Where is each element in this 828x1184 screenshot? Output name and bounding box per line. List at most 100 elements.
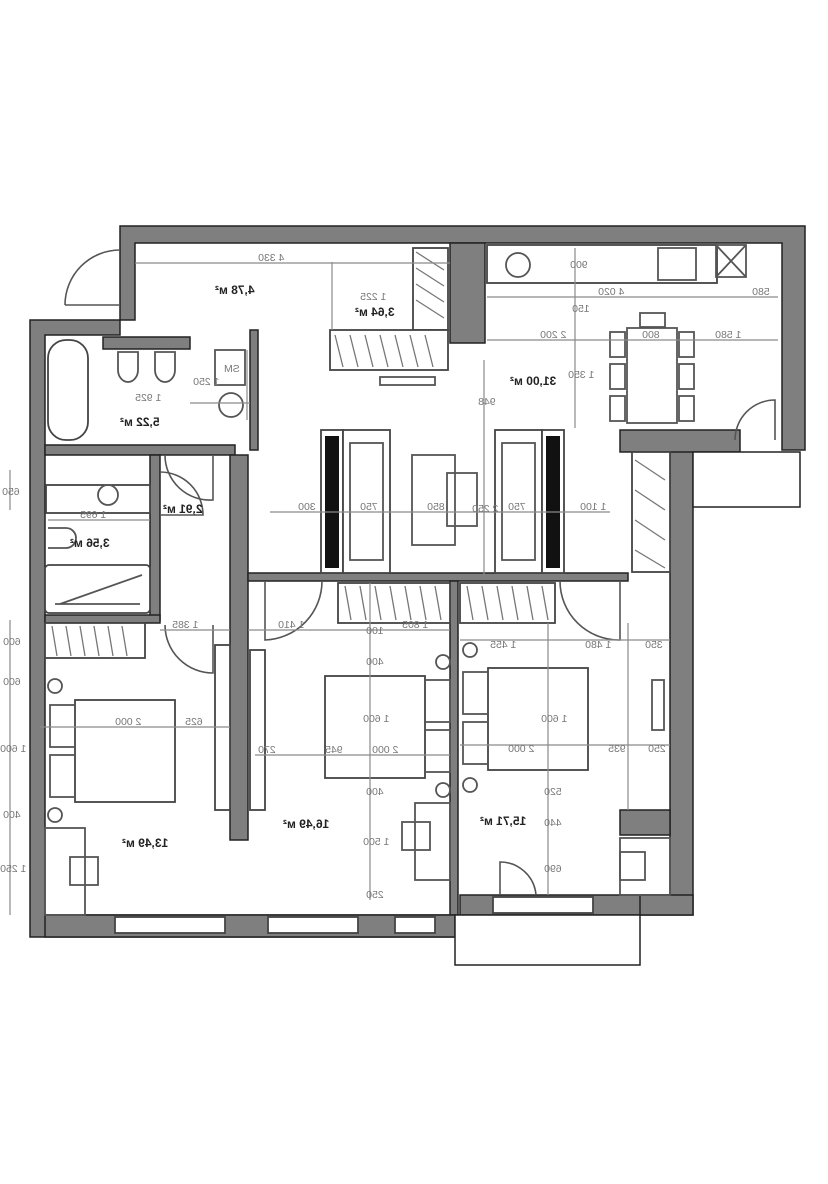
dim-label: 520 <box>544 786 562 798</box>
wall-bottom <box>44 914 456 938</box>
dim-label: 935 <box>608 743 626 755</box>
lamp <box>462 642 478 658</box>
dim-label: 1 500 <box>363 836 389 848</box>
chair <box>69 856 99 886</box>
window <box>267 916 359 934</box>
dim-label: 690 <box>544 863 562 875</box>
area-hall: 4,78 м² <box>215 283 255 297</box>
lamp <box>435 654 451 670</box>
wall-bath-right <box>249 329 259 451</box>
pillow <box>462 671 489 715</box>
bed <box>324 675 426 779</box>
pillow <box>462 721 489 765</box>
wardrobe <box>329 329 449 371</box>
dim-label: 250 <box>648 743 666 755</box>
bedroom-furniture <box>44 642 671 916</box>
doors <box>159 399 776 896</box>
lamp <box>462 777 478 793</box>
fridge <box>715 244 747 278</box>
pillow <box>49 704 76 748</box>
dim-label: 1 385 <box>172 619 198 631</box>
dim-label: 650 <box>2 486 20 498</box>
tv-panel <box>249 649 266 811</box>
bedroom1-door <box>164 624 214 674</box>
dim-label: 1 580 <box>715 329 741 341</box>
lamp <box>435 782 451 798</box>
wall-bed3-notch <box>619 809 671 836</box>
area-bedroom-right: 15,71 м² <box>480 814 526 828</box>
wardrobe <box>337 582 451 624</box>
dim-label: 2 000 <box>115 716 141 728</box>
desk <box>414 802 451 881</box>
dim-label: 270 <box>258 744 276 756</box>
washing-machine <box>214 349 246 386</box>
window <box>492 896 594 914</box>
dim-label: 1 925 <box>135 392 161 404</box>
kitchen-counter <box>486 244 718 284</box>
dim-label: 100 <box>366 625 384 637</box>
wardrobes <box>44 247 671 659</box>
living-room <box>320 429 565 574</box>
dimension-labels: 4 330 1 225 1 925 1 250 900 4 020 580 15… <box>0 252 770 901</box>
sink <box>97 484 119 506</box>
area-bathroom: 5,22 м² <box>120 415 160 429</box>
dim-label: 400 <box>366 786 384 798</box>
dim-label: 250 <box>366 889 384 901</box>
toilet <box>48 527 77 549</box>
dim-label: 948 <box>478 396 496 408</box>
balcony-right <box>692 451 801 508</box>
chair <box>639 312 666 328</box>
plants <box>546 436 560 568</box>
balcony-bottom <box>454 914 641 966</box>
dim-label: 2 200 <box>540 329 566 341</box>
dim-label: 1 225 <box>360 291 386 303</box>
sink <box>218 392 244 418</box>
shower-tray <box>44 564 151 614</box>
dim-label: 600 <box>3 636 21 648</box>
dim-label: 150 <box>572 303 590 315</box>
dim-label: 945 <box>325 744 343 756</box>
dim-label: 600 <box>3 676 21 688</box>
chair <box>609 331 626 358</box>
area-bedroom-left: 13,49 м² <box>122 836 168 850</box>
area-kitchen-living: 31,00 м² <box>510 374 556 388</box>
dim-label: 1 250 <box>193 376 219 388</box>
dim-label: 750 <box>508 501 526 513</box>
dim-label: 440 <box>544 817 562 829</box>
bathroom-fixtures: SM <box>44 336 246 614</box>
chair <box>609 363 626 390</box>
dim-label: 1 410 <box>278 619 304 631</box>
dim-label: 1 480 <box>585 639 611 651</box>
dim-label: 1 250 <box>0 863 26 875</box>
chair <box>678 395 695 422</box>
area-wc: 3,56 м² <box>70 536 110 550</box>
corridor-door <box>164 454 214 501</box>
dining-table <box>626 327 678 424</box>
dim-label: 2 000 <box>508 743 534 755</box>
bedroom2-door <box>264 580 323 641</box>
wall-kitchen <box>619 429 741 453</box>
dimension-lines <box>9 248 778 915</box>
lamp <box>47 678 63 694</box>
wall-living-bottom <box>247 572 629 582</box>
tv-panel <box>651 679 665 731</box>
tv-unit <box>379 376 436 386</box>
dim-label: 850 <box>427 501 445 513</box>
balcony-door <box>734 399 776 441</box>
desk <box>44 827 86 916</box>
chair <box>678 363 695 390</box>
wardrobe <box>459 582 556 624</box>
dim-label: 1 350 <box>568 369 594 381</box>
dim-label: 1 100 <box>580 501 606 513</box>
plants <box>325 436 339 568</box>
dim-label: 350 <box>645 639 663 651</box>
kitchen <box>379 244 747 424</box>
dim-label: 1 600 <box>0 743 26 755</box>
wall-bottom-right <box>639 894 694 916</box>
chair <box>609 395 626 422</box>
dim-label: 4 330 <box>258 252 284 264</box>
wall-wc <box>149 454 161 621</box>
chair <box>678 331 695 358</box>
dim-label: 1 695 <box>80 509 106 521</box>
